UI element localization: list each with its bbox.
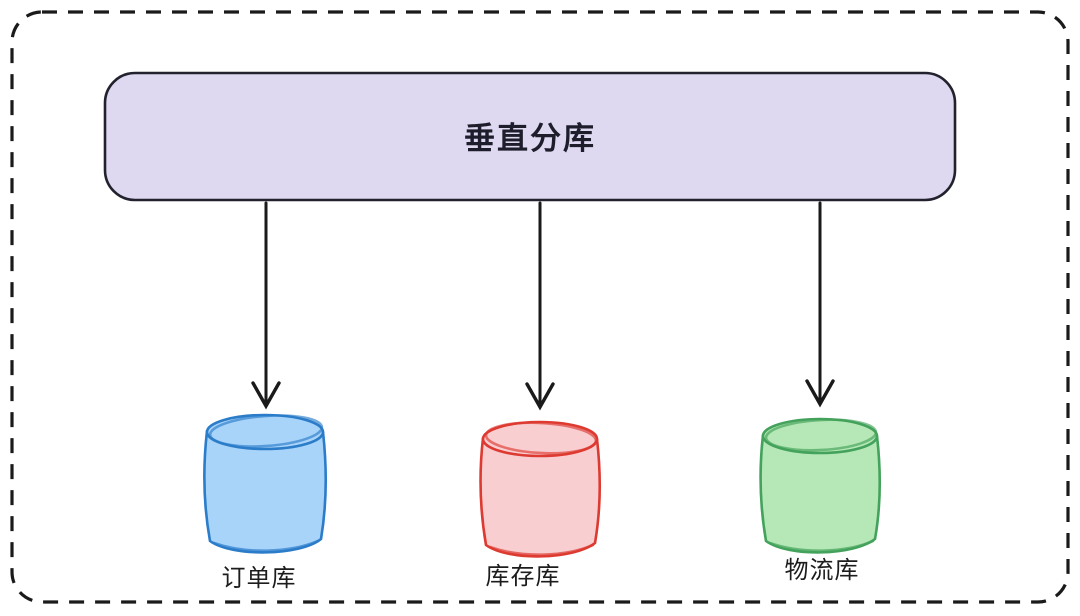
arrow-to-logistics-db bbox=[805, 201, 835, 408]
order-db-cylinder bbox=[203, 413, 328, 554]
outer-dashed-border bbox=[10, 10, 1070, 604]
arrow-to-inventory-db bbox=[525, 201, 555, 411]
arrow-to-order-db bbox=[251, 201, 281, 410]
inventory-db-cylinder bbox=[479, 420, 602, 558]
title-box bbox=[103, 71, 957, 202]
logistics-db-cylinder bbox=[759, 417, 882, 554]
